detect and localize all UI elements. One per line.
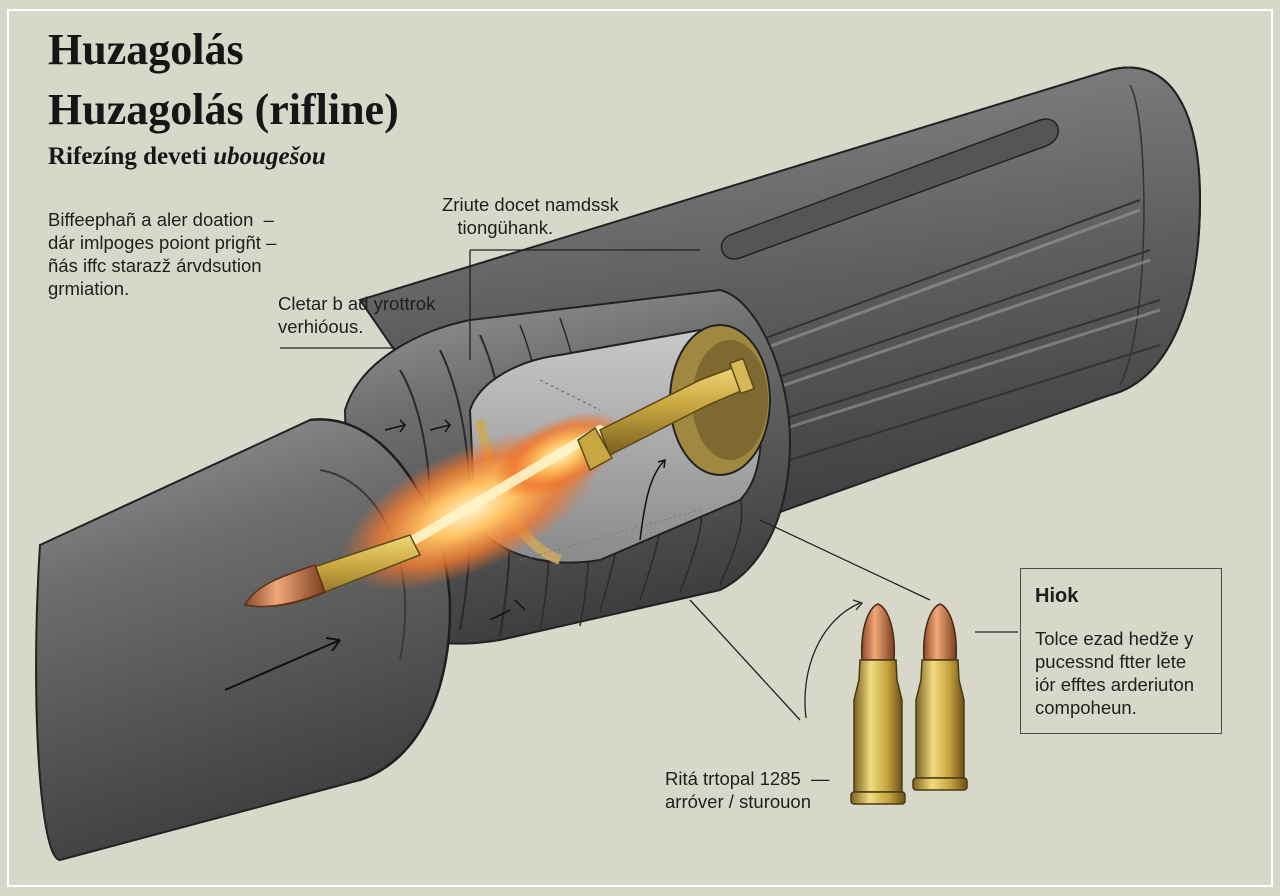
chambered-cartridge — [577, 357, 756, 472]
annotation-bottom-center: Ritá trtopal 1285 — arróver / sturouon — [665, 768, 830, 812]
annotation-top-center: Zriute docet namdssk tiongühank. — [442, 194, 619, 238]
fired-bullet-tip — [243, 564, 326, 608]
paper-edge — [7, 9, 1273, 887]
flow-arrows — [384, 419, 666, 621]
flute-slot — [720, 118, 1060, 260]
diagram-title-secondary: Huzagolás (rifline) — [48, 85, 399, 134]
leader-to-cartridges — [689, 599, 801, 721]
annotation-mid-left: Cletar b ad yrottrok verhióous. — [278, 293, 436, 337]
info-box-body: Tolce ezad hedže y pucessnd ftter lete i… — [1035, 628, 1195, 718]
cartridge-right — [912, 603, 968, 791]
annotation-top-left: Biffeephañ a aler doation – dár imlpoges… — [48, 209, 277, 299]
arrow-to-cartridge — [804, 599, 864, 719]
leader-lines — [280, 249, 1018, 721]
fired-bullet — [243, 534, 422, 608]
leader-top-center — [469, 249, 700, 360]
cartridge-left — [850, 603, 906, 805]
leader-chamber-right — [759, 519, 931, 601]
info-box-heading: Hiok — [1035, 585, 1079, 607]
subtitle-regular: Rifezíng deveti — [48, 143, 214, 170]
subtitle-italic: ubougešou — [213, 143, 326, 170]
info-box: Hiok Tolce ezad hedže y pucessnd ftter l… — [1020, 568, 1222, 734]
diagram-title: Huzagolás — [48, 25, 244, 74]
diagram-subtitle: Rifezíng deveti ubougešou — [48, 142, 326, 172]
